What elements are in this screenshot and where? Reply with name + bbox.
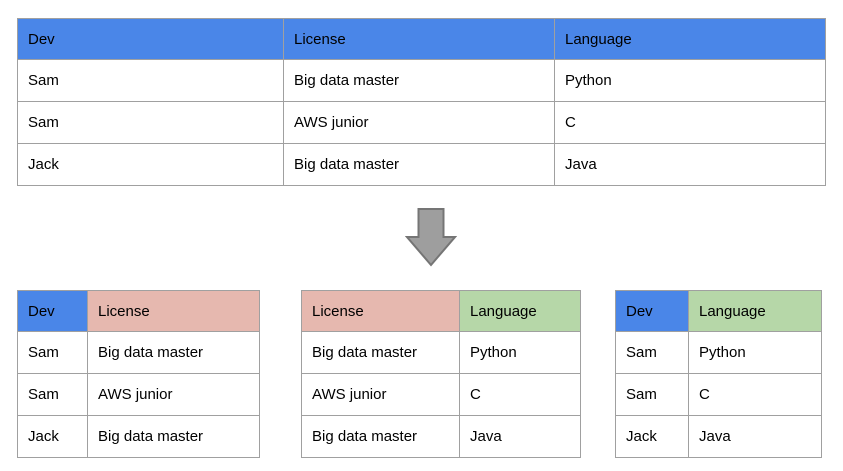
table-cell: Jack <box>17 415 88 458</box>
table-cell: Big data master <box>87 415 260 458</box>
table-cell: Big data master <box>301 415 460 458</box>
table-row: Jack Java <box>615 415 822 458</box>
table-row: Sam Big data master Python <box>17 59 826 102</box>
table-cell: Big data master <box>283 143 555 186</box>
table-header-row: Dev License Language <box>17 18 826 60</box>
table-header-row: Dev License <box>17 290 260 332</box>
table-cell: C <box>554 101 826 144</box>
table-row: Sam AWS junior C <box>17 101 826 144</box>
down-arrow-icon <box>404 207 458 267</box>
table-row: Sam Big data master <box>17 331 260 374</box>
header-cell-language: Language <box>688 290 822 332</box>
main-table: Dev License Language Sam Big data master… <box>17 18 826 186</box>
header-cell-language: Language <box>554 18 826 60</box>
table-cell: Java <box>688 415 822 458</box>
table-cell: Sam <box>17 331 88 374</box>
header-cell-license: License <box>283 18 555 60</box>
header-cell-dev: Dev <box>17 18 284 60</box>
header-cell-license: License <box>301 290 460 332</box>
table-header-row: License Language <box>301 290 581 332</box>
header-cell-dev: Dev <box>17 290 88 332</box>
header-cell-language: Language <box>459 290 581 332</box>
table-cell: Sam <box>615 331 689 374</box>
table-cell: AWS junior <box>283 101 555 144</box>
projection-table-license-language: License Language Big data master Python … <box>301 290 581 458</box>
table-cell: Python <box>554 59 826 102</box>
table-row: Sam C <box>615 373 822 416</box>
table-cell: Sam <box>17 373 88 416</box>
table-cell: Big data master <box>87 331 260 374</box>
table-row: Sam Python <box>615 331 822 374</box>
table-row: Big data master Python <box>301 331 581 374</box>
projection-table-dev-language: Dev Language Sam Python Sam C Jack Java <box>615 290 822 458</box>
table-row: Jack Big data master Java <box>17 143 826 186</box>
table-cell: C <box>688 373 822 416</box>
table-row: Big data master Java <box>301 415 581 458</box>
projection-table-dev-license: Dev License Sam Big data master Sam AWS … <box>17 290 260 458</box>
table-cell: Java <box>554 143 826 186</box>
table-cell: Jack <box>615 415 689 458</box>
table-cell: AWS junior <box>301 373 460 416</box>
table-cell: Jack <box>17 143 284 186</box>
table-cell: Java <box>459 415 581 458</box>
table-cell: Sam <box>615 373 689 416</box>
table-row: AWS junior C <box>301 373 581 416</box>
table-cell: C <box>459 373 581 416</box>
table-cell: Python <box>459 331 581 374</box>
table-cell: AWS junior <box>87 373 260 416</box>
table-row: Sam AWS junior <box>17 373 260 416</box>
table-header-row: Dev Language <box>615 290 822 332</box>
table-cell: Sam <box>17 59 284 102</box>
table-cell: Python <box>688 331 822 374</box>
header-cell-license: License <box>87 290 260 332</box>
down-arrow-shape <box>404 208 458 267</box>
header-cell-dev: Dev <box>615 290 689 332</box>
table-cell: Big data master <box>283 59 555 102</box>
table-row: Jack Big data master <box>17 415 260 458</box>
table-cell: Big data master <box>301 331 460 374</box>
table-cell: Sam <box>17 101 284 144</box>
